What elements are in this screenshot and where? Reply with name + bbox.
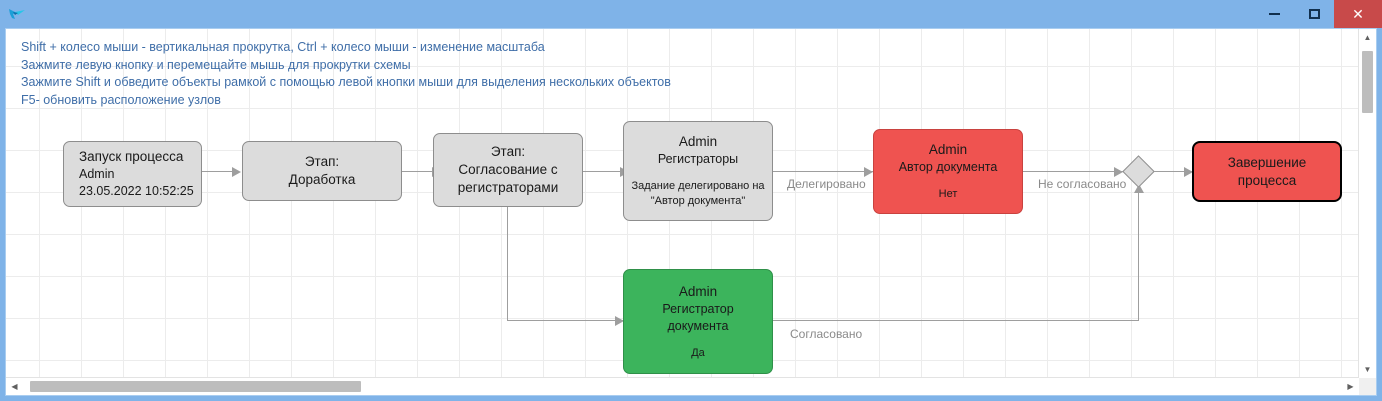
merge-diamond[interactable]: [1122, 155, 1155, 188]
node-start-timestamp: 23.05.2022 10:52:25: [79, 184, 194, 198]
maximize-button[interactable]: [1294, 0, 1334, 28]
node-task-author-role: Автор документа: [898, 160, 998, 174]
title-bar: ✕: [0, 0, 1382, 28]
client-area: Shift + колесо мыши - вертикальная прокр…: [5, 28, 1377, 396]
node-stage-revision-line1: Этап:: [304, 154, 340, 169]
scroll-right-icon[interactable]: ▶: [1347, 381, 1354, 391]
arrowhead-registrar-doc: [615, 315, 624, 326]
arrowhead-end: [1184, 166, 1193, 177]
node-end-line2: процесса: [1237, 172, 1297, 188]
scroll-left-icon[interactable]: ◀: [11, 381, 18, 391]
node-stage-approval[interactable]: Этап: Согласование с регистраторами: [433, 133, 583, 207]
edge-label-delegated: Делегировано: [787, 177, 866, 191]
node-task-registrar-doc-role1: Регистратор: [662, 301, 734, 316]
arrowhead-author: [864, 166, 873, 177]
node-stage-approval-line1: Этап:: [490, 144, 526, 159]
edge-author-to-junction: [1023, 171, 1127, 172]
node-start-title: Запуск процесса: [79, 149, 184, 164]
node-stage-approval-line3: регистраторами: [457, 180, 559, 195]
node-task-author[interactable]: Admin Автор документа Нет: [873, 129, 1023, 214]
node-task-registrar-doc-role2: документа: [667, 318, 729, 333]
help-line-3: Зажмите Shift и обведите объекты рамкой …: [21, 75, 671, 89]
node-task-registrars-note2: "Автор документа": [650, 195, 746, 207]
node-task-registrars[interactable]: Admin Регистраторы Задание делегировано …: [623, 121, 773, 221]
edge-revision-to-approval: [402, 171, 434, 172]
vertical-scrollbar[interactable]: ▲ ▼: [1358, 29, 1376, 378]
help-text: Shift + колесо мыши - вертикальная прокр…: [21, 39, 671, 109]
horizontal-scrollbar[interactable]: ◀ ▶: [6, 377, 1359, 395]
node-task-registrar-doc-user: Admin: [678, 283, 718, 299]
node-stage-approval-line2: Согласование с: [458, 162, 558, 177]
node-task-registrars-note1: Задание делегировано на: [631, 180, 765, 192]
arrowhead-junction-bottom: [1133, 184, 1144, 193]
minimize-icon: [1268, 13, 1280, 15]
edge-registrar-doc-right: [773, 320, 1139, 321]
edge-approval-to-registrars: [583, 171, 625, 172]
node-end[interactable]: Завершение процесса: [1192, 141, 1342, 202]
node-task-registrars-role: Регистраторы: [657, 152, 739, 166]
edge-label-approved: Согласовано: [790, 327, 863, 341]
edge-registrars-to-author: [773, 171, 875, 172]
help-line-1: Shift + колесо мыши - вертикальная прокр…: [21, 40, 545, 54]
window-controls: ✕: [1254, 0, 1382, 28]
edge-approval-to-registrar-doc: [507, 320, 625, 321]
node-stage-revision-line2: Доработка: [288, 172, 356, 187]
node-task-registrars-user: Admin: [678, 134, 718, 149]
edge-label-not-approved: Не согласовано: [1038, 177, 1127, 191]
help-line-2: Зажмите левую кнопку и перемещайте мышь …: [21, 57, 411, 72]
node-stage-revision[interactable]: Этап: Доработка: [242, 141, 402, 201]
node-task-author-result: Нет: [938, 188, 958, 200]
node-task-author-user: Admin: [928, 142, 968, 157]
node-end-line1: Завершение: [1227, 154, 1307, 170]
close-button[interactable]: ✕: [1334, 0, 1382, 28]
minimize-button[interactable]: [1254, 0, 1294, 28]
node-start[interactable]: Запуск процесса Admin 23.05.2022 10:52:2…: [63, 141, 202, 207]
title-text: [34, 0, 1254, 28]
app-icon: [0, 0, 34, 28]
arrowhead-junction: [1114, 166, 1123, 177]
node-start-user: Admin: [79, 167, 115, 181]
maximize-icon: [1308, 9, 1320, 19]
node-task-registrar-doc[interactable]: Admin Регистратор документа Да: [623, 269, 773, 374]
edge-junction-to-end: [1150, 171, 1198, 172]
edge-approval-down: [507, 207, 508, 320]
scroll-down-icon[interactable]: ▼: [1363, 364, 1372, 374]
horizontal-scroll-thumb[interactable]: [30, 381, 361, 392]
edge-start-to-revision: [202, 171, 234, 172]
scroll-up-icon[interactable]: ▲: [1363, 32, 1372, 42]
arrowhead-revision: [232, 166, 241, 177]
help-line-4: F5- обновить расположение узлов: [21, 92, 221, 107]
vertical-scroll-thumb[interactable]: [1362, 51, 1373, 113]
edge-registrar-doc-up: [1138, 187, 1139, 320]
scrollbar-corner: [1359, 378, 1376, 395]
diagram-canvas[interactable]: Shift + колесо мыши - вертикальная прокр…: [6, 29, 1359, 378]
node-task-registrar-doc-result: Да: [691, 346, 705, 359]
